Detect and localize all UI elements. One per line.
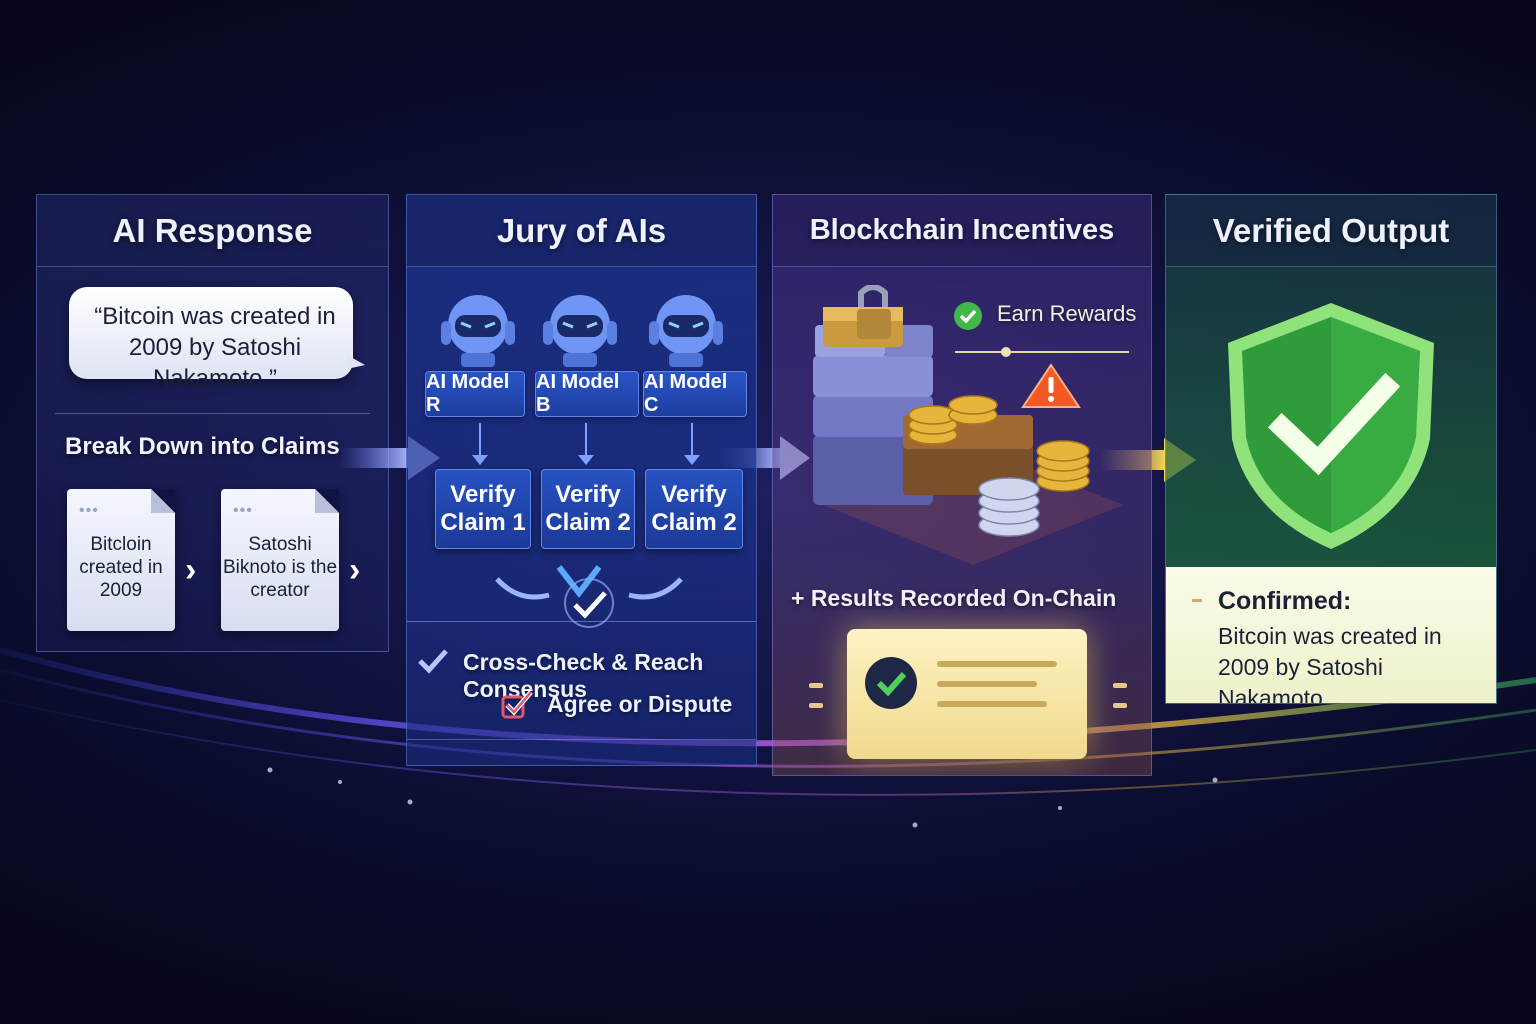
jury-title: Jury of AIs [407,195,756,267]
dash [809,703,823,708]
check-icon [418,649,448,674]
confirmed-text: Bitcoin was created in 2009 by Satoshi N… [1218,623,1442,704]
bullet [1192,599,1202,602]
ledger-line [937,701,1047,707]
confirmed-card: Confirmed: Bitcoin was created in 2009 b… [1166,567,1496,704]
claim-2-text: Satoshi Biknoto is the creator [222,534,338,601]
consensus-text: Cross-Check & Reach Consensus [463,649,704,702]
reward-line [955,351,1129,353]
claim-1-text: Bitcloin created in 2009 [79,534,163,601]
blockchain-panel: Blockchain Incentives Earn Rewards [772,194,1152,776]
model-c-label: AI Model C [643,371,747,417]
ledger-line [937,681,1037,687]
verify-claim-3: Verify Claim 2 [645,469,743,549]
dash [1113,683,1127,688]
chevron-right-icon: › [349,551,361,589]
verify-claim-2: Verify Claim 2 [541,469,635,549]
verified-panel: Verified Output Confirmed: Bitcoin was c… [1165,194,1497,704]
down-arrow [578,423,594,465]
consensus-merge-icon [495,565,683,628]
divider [407,621,756,622]
doc-dots: ••• [79,502,99,519]
ledger-line [937,661,1057,667]
ledger-record-card [847,629,1087,759]
dash [809,683,823,688]
quote-bubble: “Bitcoin was created in 2009 by Satoshi … [69,287,353,392]
robot-icon [649,295,723,367]
ai-response-panel: AI Response “Bitcoin was created in 2009… [36,194,389,652]
check-icon [954,302,982,330]
confirmed-title: Confirmed: [1218,587,1352,615]
earn-rewards-label: Earn Rewards [997,301,1137,326]
model-r-label: AI Model R [425,371,525,417]
verify-claim-1: Verify Claim 1 [435,469,531,549]
shield-check-icon [1228,303,1434,549]
warning-icon [1021,363,1081,408]
robot-icon [441,295,515,367]
check-icon [865,657,917,709]
doc-dots: ••• [233,502,253,519]
divider [407,739,756,740]
verified-title: Verified Output [1166,195,1496,267]
reward-line-knob [1001,347,1011,357]
down-arrow [472,423,488,465]
results-recorded-label: + Results Recorded On-Chain [791,585,1117,611]
check-dispute-icon [501,690,533,719]
document-icon: ••• Satoshi Biknoto is the creator [221,489,339,631]
jury-panel: Jury of AIs AI Model R AI Model B AI Mod… [406,194,757,766]
blockchain-title: Blockchain Incentives [773,195,1151,267]
agree-dispute-text: Agree or Dispute [547,691,733,717]
robot-icon [543,295,617,367]
quote-bubble-tail [347,355,365,369]
break-down-label: Break Down into Claims [65,433,340,460]
blockchain-stack-illustration [813,285,1123,565]
divider [55,413,370,414]
chevron-right-icon: › [185,551,197,589]
model-b-label: AI Model B [535,371,639,417]
ai-response-title: AI Response [37,195,388,267]
down-arrow [684,423,700,465]
document-icon: ••• Bitcloin created in 2009 [67,489,175,631]
dash [1113,703,1127,708]
